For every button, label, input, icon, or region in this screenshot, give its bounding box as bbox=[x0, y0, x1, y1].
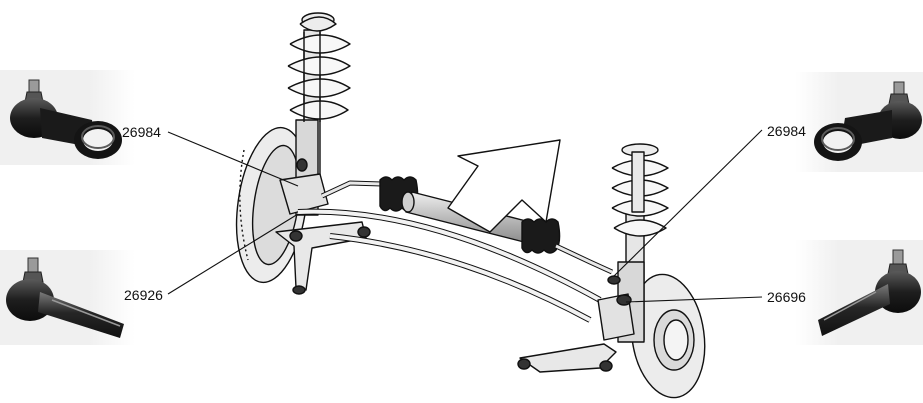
tie-rod-end-ring-icon bbox=[0, 70, 135, 165]
tie-rod-end-straight-icon bbox=[0, 250, 135, 345]
tie-rod-end-ring-icon bbox=[795, 72, 923, 172]
direction-arrow-icon bbox=[448, 140, 560, 232]
callout-inner-tie-rod-left: 26926 bbox=[124, 287, 163, 303]
callout-outer-tie-rod-right: 26984 bbox=[767, 123, 806, 139]
callout-outer-tie-rod-left: 26984 bbox=[122, 124, 161, 140]
tie-rod-end-straight-icon bbox=[795, 240, 923, 345]
callout-ball-joint-right: 26696 bbox=[767, 289, 806, 305]
